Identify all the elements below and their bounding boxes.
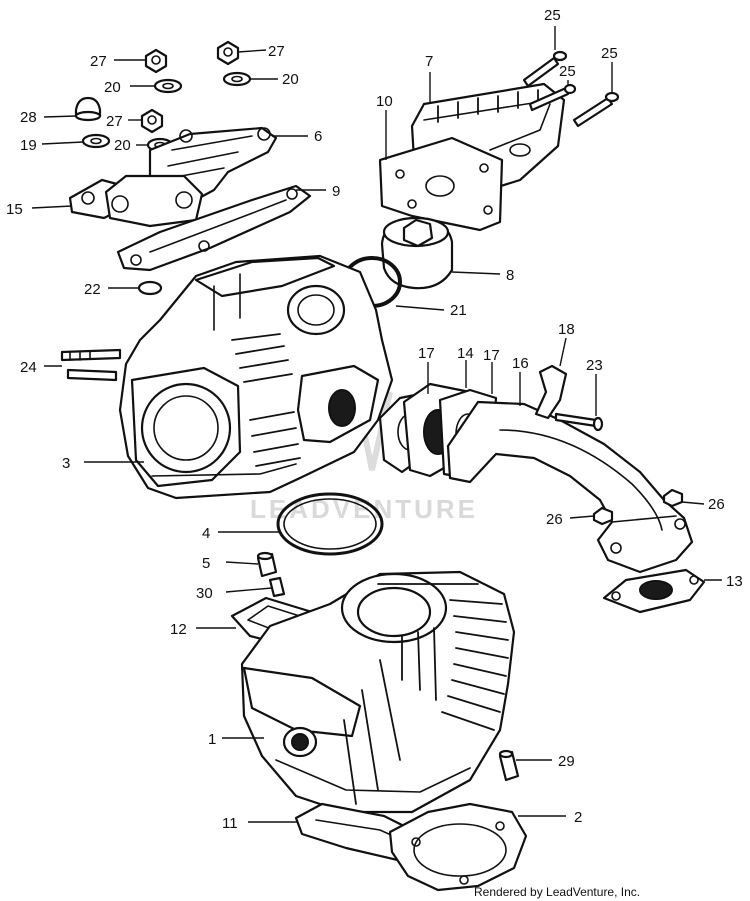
- nut-27-b: [216, 40, 240, 66]
- washer-20-a: [153, 78, 183, 94]
- callout-1: 1: [208, 731, 216, 748]
- cap-nut-28: [74, 96, 102, 122]
- bolt-23: [554, 412, 604, 432]
- dowel-5: [256, 551, 278, 578]
- callout-6: 6: [314, 128, 322, 145]
- callout-30: 30: [196, 585, 213, 602]
- callout-9: 9: [332, 183, 340, 200]
- callout-17: 17: [418, 345, 435, 362]
- callout-20: 20: [104, 79, 121, 96]
- callout-28: 28: [20, 109, 37, 126]
- exhaust-pipe-16: [446, 400, 694, 574]
- callouts: 27 27 20 20 28 27 19 20 6 15 9 22 7 10 2…: [6, 7, 743, 832]
- bolt-25-c: [572, 91, 620, 128]
- callout-24: 24: [20, 359, 37, 376]
- callout-20: 20: [282, 71, 299, 88]
- callout-23: 23: [586, 357, 603, 374]
- callout-12: 12: [170, 621, 187, 638]
- callout-7: 7: [425, 53, 433, 70]
- callout-20: 20: [114, 137, 131, 154]
- callout-22: 22: [84, 281, 101, 298]
- leader-lines: [31, 26, 722, 823]
- callout-15: 15: [6, 201, 23, 218]
- nut-26-b: [592, 506, 614, 526]
- callout-26: 26: [546, 511, 563, 528]
- o-ring-4: [276, 492, 384, 556]
- callout-17: 17: [483, 347, 500, 364]
- credit-text: Rendered by LeadVenture, Inc.: [474, 885, 640, 899]
- callout-10: 10: [376, 93, 393, 110]
- nut-27-a: [144, 48, 168, 74]
- exhaust-gasket-13: [602, 568, 706, 614]
- callout-8: 8: [506, 267, 514, 284]
- cylinder-1: [240, 570, 516, 814]
- callout-21: 21: [450, 302, 467, 319]
- callout-25: 25: [544, 7, 561, 24]
- nut-27-c: [140, 108, 164, 134]
- washer-19: [81, 133, 111, 149]
- tappet-cap-8: [380, 216, 454, 290]
- callout-29: 29: [558, 753, 575, 770]
- callout-5: 5: [202, 555, 210, 572]
- callout-26: 26: [708, 496, 725, 513]
- dowel-30: [268, 576, 286, 598]
- callout-14: 14: [457, 345, 474, 362]
- callout-19: 19: [20, 137, 37, 154]
- clamp-18: [534, 364, 568, 420]
- o-ring-22: [137, 280, 163, 296]
- base-gasket-2: [388, 802, 528, 892]
- callout-4: 4: [202, 525, 210, 542]
- callout-25: 25: [601, 45, 618, 62]
- washer-20-b: [222, 71, 252, 87]
- head-cover-gasket-9: [116, 184, 312, 272]
- callout-27: 27: [106, 113, 123, 130]
- nut-26-a: [662, 488, 684, 508]
- callout-16: 16: [512, 355, 529, 372]
- bracket-block: [104, 174, 204, 228]
- cylinder-head-3: [118, 254, 394, 500]
- cover-gasket-10: [378, 136, 504, 232]
- callout-27: 27: [268, 43, 285, 60]
- bolt-25-b: [528, 83, 577, 112]
- callout-25: 25: [559, 63, 576, 80]
- bolt-25-a: [522, 50, 568, 88]
- dowel-29: [498, 749, 520, 782]
- stud-24: [60, 348, 122, 382]
- callout-2: 2: [574, 809, 582, 826]
- callout-13: 13: [726, 573, 743, 590]
- callout-18: 18: [558, 321, 575, 338]
- callout-11: 11: [222, 815, 238, 832]
- callout-3: 3: [62, 455, 70, 472]
- callout-27: 27: [90, 53, 107, 70]
